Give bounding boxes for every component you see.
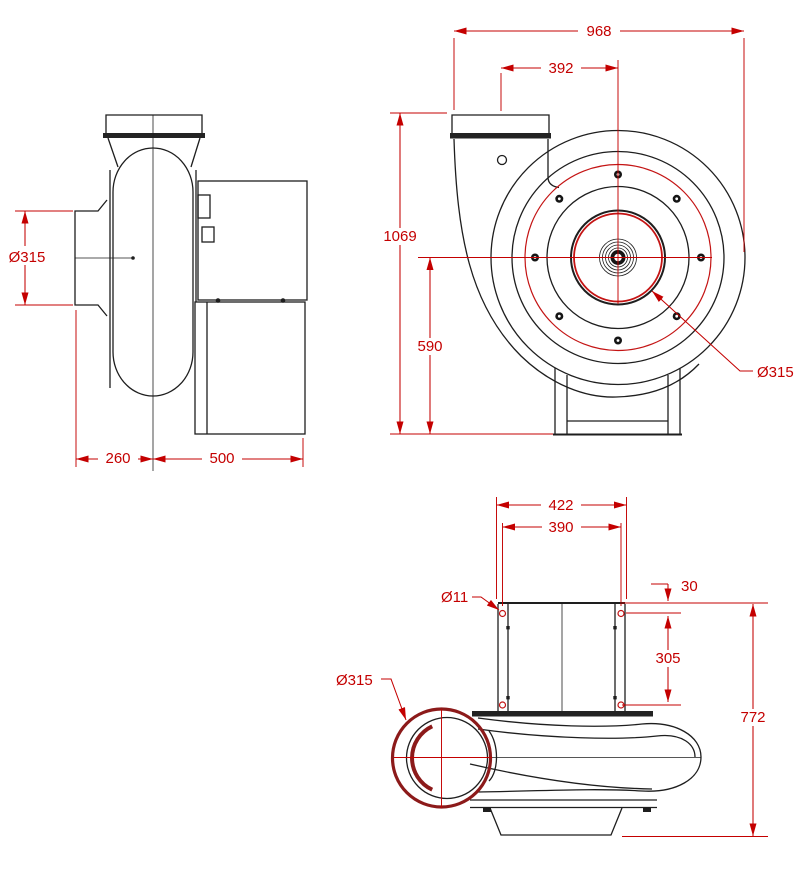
dim-top-flange-lip: 30 — [622, 578, 768, 614]
top-view: 422 390 Ø11 30 305 — [336, 497, 772, 837]
dim-label-front-axis-height: 590 — [417, 338, 442, 355]
bolt-dot — [215, 298, 221, 303]
dim-label-front-inlet-diameter: Ø315 — [757, 364, 794, 381]
dim-front-total-width: 968 — [453, 23, 745, 252]
dim-label-front-outlet-offset: 392 — [548, 60, 573, 77]
dim-front-total-height: 1069 — [379, 112, 447, 434]
side-outlet-flange — [103, 133, 205, 138]
dim-top-hole-spacing: 390 — [502, 519, 622, 606]
dim-front-outlet-offset: 392 — [500, 59, 618, 111]
front-outlet-duct-flange — [451, 114, 550, 133]
dim-label-top-hole-spacing: 390 — [548, 519, 573, 536]
front-pedestal — [553, 368, 682, 436]
bolt-dot — [280, 298, 286, 303]
dim-side-inlet-diameter: Ø315 — [4, 210, 73, 306]
top-red-centerlines — [394, 709, 492, 808]
side-view: Ø315 260 500 — [4, 114, 308, 471]
side-view-geometry — [74, 114, 308, 471]
dim-label-top-hole-diameter: Ø11 — [441, 589, 468, 606]
dim-label-top-total-length: 772 — [740, 709, 765, 726]
side-bracket — [197, 194, 211, 219]
dim-label-side-inlet-offset: 260 — [105, 450, 130, 467]
front-view-geometry — [450, 114, 746, 436]
flange-bolt-holes — [531, 170, 705, 345]
top-scroll-body — [477, 717, 702, 793]
dim-top-inlet-diameter: Ø315 — [336, 672, 407, 721]
dim-label-top-flange-lip: 30 — [681, 578, 698, 595]
top-duct-flange — [472, 711, 653, 717]
front-view: 968 392 1069 590 Ø315 — [379, 23, 794, 436]
dim-label-front-total-height: 1069 — [383, 228, 416, 245]
dim-label-top-flange-depth: 305 — [655, 650, 680, 667]
dim-label-top-flange-outer-width: 422 — [548, 497, 573, 514]
side-outlet-duct — [105, 114, 203, 133]
dim-label-front-total-width: 968 — [586, 23, 611, 40]
dim-top-total-length: 772 — [622, 604, 772, 837]
dim-label-side-body-width: 500 — [209, 450, 234, 467]
dim-front-inlet-diameter: Ø315 — [651, 290, 794, 381]
top-inlet-bell — [405, 716, 489, 800]
top-flange-holes — [498, 609, 625, 709]
front-volute-outline — [453, 138, 700, 398]
dim-side-bottom: 260 500 — [75, 310, 304, 467]
duct-hole — [496, 154, 508, 166]
dim-label-top-inlet-diameter: Ø315 — [336, 672, 373, 689]
dim-front-axis-height: 590 — [390, 257, 553, 435]
dim-top-flange-depth: 305 — [622, 616, 687, 706]
dim-top-hole-diameter: Ø11 — [441, 589, 500, 611]
side-motor-box-lower — [194, 301, 306, 435]
top-pedestal — [489, 807, 623, 836]
side-motor-box-upper — [197, 180, 308, 301]
top-view-geometry — [390, 602, 702, 836]
dim-top-flange-outer-width: 422 — [496, 497, 627, 599]
dim-label-side-inlet-diameter: Ø315 — [9, 249, 46, 266]
side-scroll-housing — [112, 147, 194, 397]
